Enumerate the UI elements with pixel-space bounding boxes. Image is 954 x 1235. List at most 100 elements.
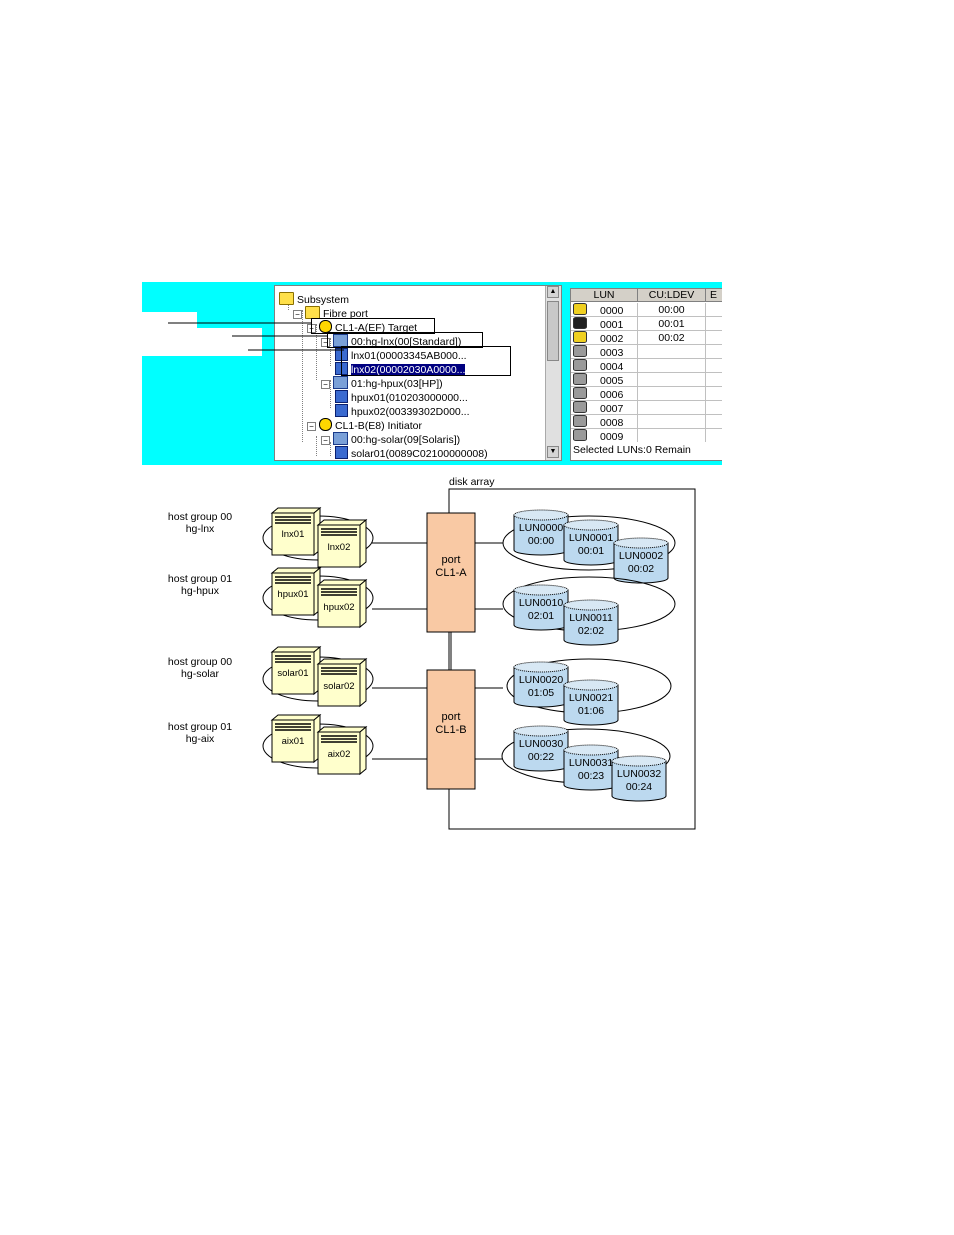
lun-number: 0000 (600, 305, 624, 317)
tree-node[interactable]: hpux02(00339302D000... (335, 404, 470, 418)
tree-node[interactable]: Subsystem (279, 292, 349, 306)
collapse-box-icon[interactable]: − (321, 436, 330, 445)
disk-array-label: disk array (449, 476, 495, 488)
disk-top (513, 509, 569, 521)
ldev-label: 00:23 (577, 770, 605, 782)
scroll-up-icon[interactable]: ▲ (547, 286, 559, 298)
ldev-label: 02:01 (527, 610, 555, 622)
e-cell (706, 415, 722, 429)
disk-fill (514, 590, 568, 625)
lun-label: LUN0010 (518, 597, 564, 609)
server-top (270, 646, 322, 653)
server-name-label: hpux01 (277, 589, 309, 600)
lun-number: 0002 (600, 333, 624, 345)
lun-tree-view[interactable]: Subsystem−Fibre port−CL1-A(EF) Target−00… (274, 285, 562, 461)
ldev-label: 01:06 (577, 705, 605, 717)
table-row[interactable]: 0007 (571, 401, 638, 415)
table-row[interactable]: 0004 (571, 359, 638, 373)
collapse-box-icon[interactable]: − (321, 380, 330, 389)
host-group-name-label: hg-aix (185, 733, 215, 745)
scroll-thumb[interactable] (547, 301, 559, 361)
disk-fill (514, 515, 568, 550)
server-name-label: hpux02 (323, 602, 355, 613)
lun-number: 0001 (600, 319, 624, 331)
lun-label: LUN0020 (518, 674, 564, 686)
disk-top (563, 744, 619, 756)
disk-icon (573, 345, 587, 357)
disk-top (611, 755, 667, 767)
disk-top (513, 584, 569, 596)
tree-node-label: solar01(0089C02100000008) (351, 448, 488, 460)
lun-column-header[interactable]: LUN (571, 289, 638, 302)
table-row[interactable]: 0003 (571, 345, 638, 359)
tree-node[interactable]: solar01(0089C02100000008) (335, 446, 488, 460)
port-name-label: CL1-A (435, 567, 467, 579)
disk-fill (514, 667, 568, 702)
table-row[interactable]: 0005 (571, 373, 638, 387)
host-group-name-label: hg-hpux (181, 585, 219, 597)
disk-fill (564, 750, 618, 785)
host-group-label: host group 01 (167, 573, 233, 585)
e-cell (706, 317, 722, 331)
server-top (316, 579, 368, 586)
disk-fill (564, 605, 618, 640)
ldev-cell (638, 415, 706, 429)
table-row[interactable]: 0000 (571, 303, 638, 317)
server-name-label: lnx01 (281, 529, 305, 540)
collapse-box-icon[interactable]: − (321, 338, 330, 347)
disk-icon (573, 387, 587, 399)
host-group-label: host group 00 (167, 656, 233, 668)
hostgroup-icon (333, 334, 348, 347)
lun-number: 0005 (600, 375, 624, 387)
e-cell (706, 303, 722, 317)
lun-table-footer: Selected LUNs:0 Remain (571, 442, 722, 458)
tree-node[interactable]: −01:hg-hpux(03[HP]) (321, 376, 443, 390)
server-side (359, 578, 367, 629)
tree-node-label: lnx02(00002030A0000... (351, 364, 466, 376)
disk-top (513, 725, 569, 737)
table-row[interactable]: 0002 (571, 331, 638, 345)
disk-array-box (448, 488, 696, 830)
disk-top (613, 537, 669, 549)
scroll-down-icon[interactable]: ▼ (547, 446, 559, 458)
storage-navigator-screenshot: Subsystem−Fibre port−CL1-A(EF) Target−00… (142, 282, 722, 465)
tree-node[interactable]: hpux01(010203000000... (335, 390, 468, 404)
disk-top (563, 599, 619, 611)
e-cell (706, 373, 722, 387)
e-column-header[interactable]: E (706, 289, 722, 302)
tree-node[interactable]: −Fibre port (293, 306, 368, 320)
tree-node[interactable]: −00:hg-solar(09[Solaris]) (321, 432, 460, 446)
table-row[interactable]: 0001 (571, 317, 638, 331)
lun-number: 0006 (600, 389, 624, 401)
tree-node-label: lnx01(00003345AB000... (351, 350, 467, 362)
tree-node[interactable]: − CL1-B(E8) Initiator (307, 418, 422, 432)
host-group-label: host group 00 (167, 511, 233, 523)
server-side (359, 518, 367, 569)
tree-node[interactable]: lnx02(00002030A0000... (335, 362, 466, 376)
server-name-label: aix01 (281, 736, 305, 747)
disk-top (563, 679, 619, 691)
collapse-box-icon[interactable]: − (293, 310, 302, 319)
table-row[interactable]: 0008 (571, 415, 638, 429)
lun-label: LUN0011 (569, 612, 613, 624)
callout-highlight-box (341, 346, 511, 376)
tree-scrollbar[interactable]: ▲ ▼ (545, 286, 561, 460)
disk-top (513, 661, 569, 673)
server-top (316, 658, 368, 665)
server-name-label: solar01 (277, 668, 309, 679)
server-side (359, 657, 367, 708)
ldev-label: 01:05 (527, 687, 555, 699)
e-cell (706, 401, 722, 415)
tree-node[interactable]: −00:hg-lnx(00[Standard]) (321, 334, 461, 348)
tree-node-label: CL1-B(E8) Initiator (335, 420, 422, 432)
ldev-column-header[interactable]: CU:LDEV (638, 289, 706, 302)
ldev-cell (638, 387, 706, 401)
table-row[interactable]: 0006 (571, 387, 638, 401)
tree-node-label: hpux02(00339302D000... (351, 406, 470, 418)
hostgroup-icon (333, 376, 348, 389)
disk-fill (612, 761, 666, 796)
disk-icon (573, 415, 587, 427)
collapse-box-icon[interactable]: − (307, 422, 316, 431)
